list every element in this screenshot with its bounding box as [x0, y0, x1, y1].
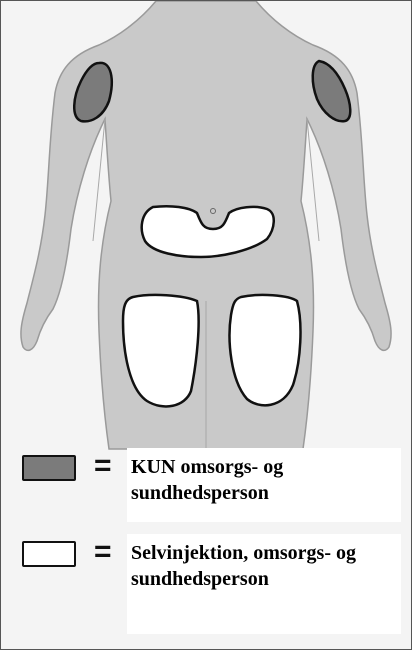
- legend-label-box: Selvinjektion, omsorgs- og sundhedsperso…: [127, 534, 401, 634]
- legend-swatch-white: [22, 541, 76, 567]
- legend-label-line2: sundhedsperson: [131, 566, 397, 592]
- legend-item-caregiver: = KUN omsorgs- og sundhedsperson: [1, 448, 411, 538]
- legend-swatch-gray: [22, 455, 76, 481]
- legend-label-line1: Selvinjektion, omsorgs- og: [131, 540, 397, 566]
- legend-label-box: KUN omsorgs- og sundhedsperson: [127, 448, 401, 522]
- legend-equals-sign: =: [94, 448, 112, 484]
- legend-label-line1: KUN omsorgs- og: [131, 454, 397, 480]
- legend-item-self-injection: = Selvinjektion, omsorgs- og sundhedsper…: [1, 534, 411, 624]
- legend-equals-sign: =: [94, 534, 112, 570]
- legend-label-line2: sundhedsperson: [131, 480, 397, 506]
- right-thigh-zone: [230, 295, 301, 405]
